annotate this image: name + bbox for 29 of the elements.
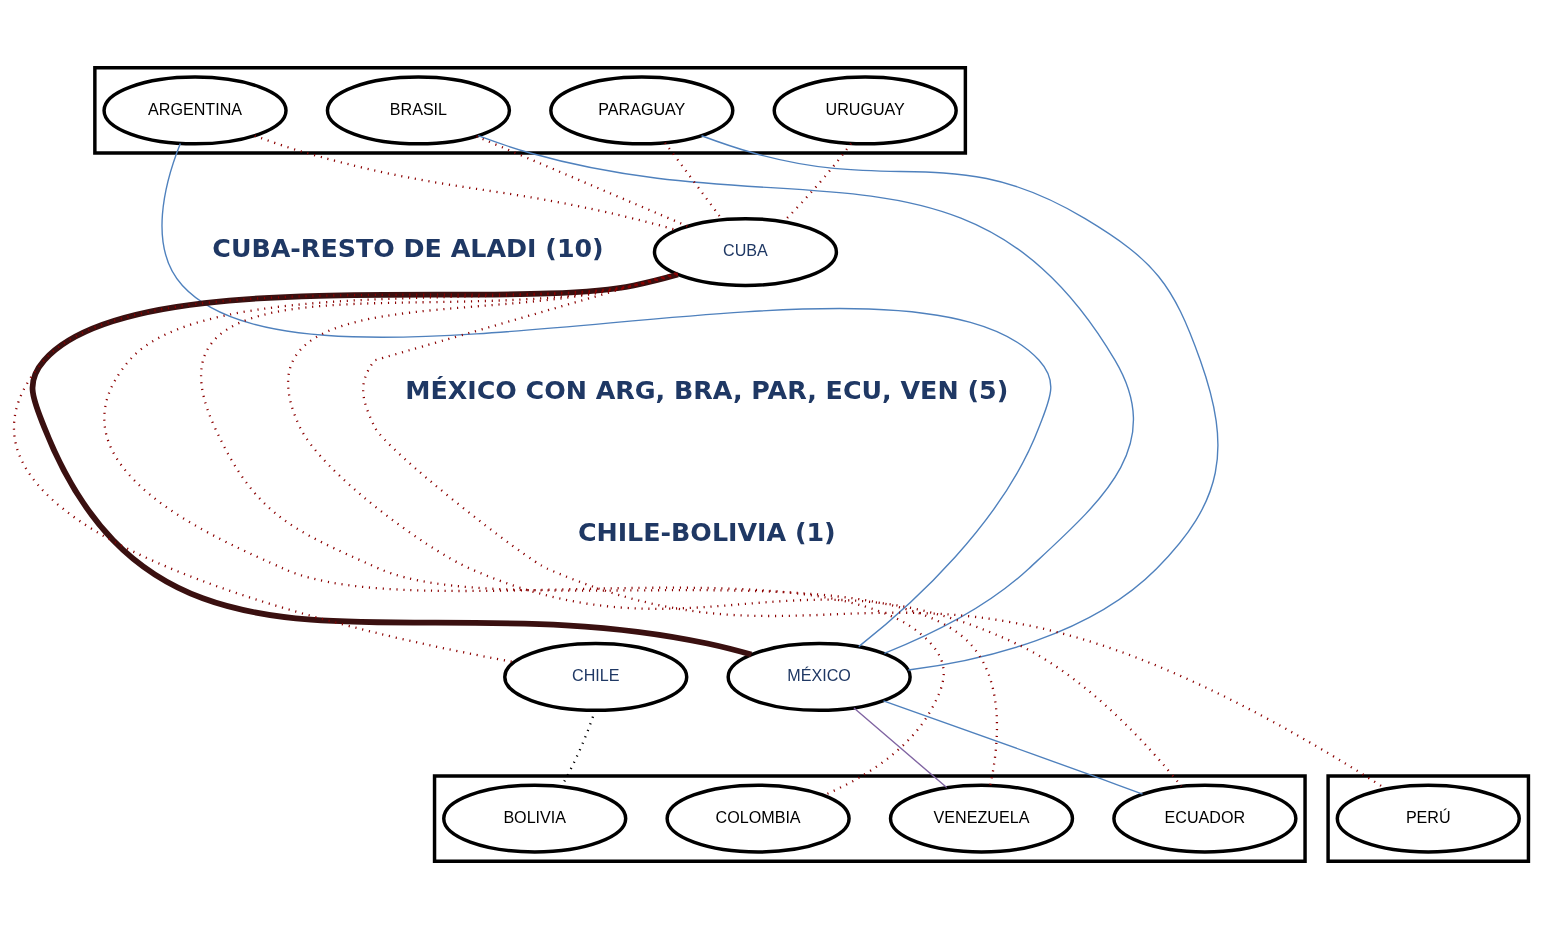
- cluster: [1326, 774, 1531, 863]
- connector: [201, 273, 998, 786]
- label: CHILE-BOLIVIA (1): [577, 516, 836, 547]
- node-ellipse: ARGENTINA: [102, 75, 288, 146]
- connector: [477, 135, 1135, 655]
- node-ellipse: BRASIL: [325, 75, 512, 146]
- node-ellipse: MÉXICO: [726, 641, 912, 713]
- node-ellipse: CUBA: [652, 216, 839, 288]
- connector: [853, 707, 948, 789]
- node-ellipse: ECUADOR: [1112, 783, 1298, 854]
- connector: [476, 135, 688, 228]
- node-ellipse: URUGUAY: [772, 75, 958, 146]
- label: MÉXICO CON ARG, BRA, PAR, ECU, VEN (5): [405, 374, 1009, 405]
- connector: [254, 134, 677, 232]
- connector: [362, 272, 1387, 790]
- node-ellipse: VENEZUELA: [888, 783, 1075, 854]
- cluster: [93, 66, 968, 155]
- node-ellipse: PARAGUAY: [549, 75, 735, 146]
- connector: [287, 272, 1183, 787]
- cluster: [432, 774, 1307, 863]
- node-ellipse: COLOMBIA: [665, 783, 851, 854]
- node-ellipse: CHILE: [503, 641, 689, 713]
- connector: [103, 273, 945, 797]
- node-ellipse: BOLIVIA: [442, 783, 628, 854]
- label: CUBA-RESTO DE ALADI (10): [212, 233, 604, 264]
- connector: [700, 135, 1219, 671]
- connector: [882, 700, 1144, 795]
- node-ellipse: PERÚ: [1335, 783, 1521, 854]
- connector: [161, 142, 1052, 648]
